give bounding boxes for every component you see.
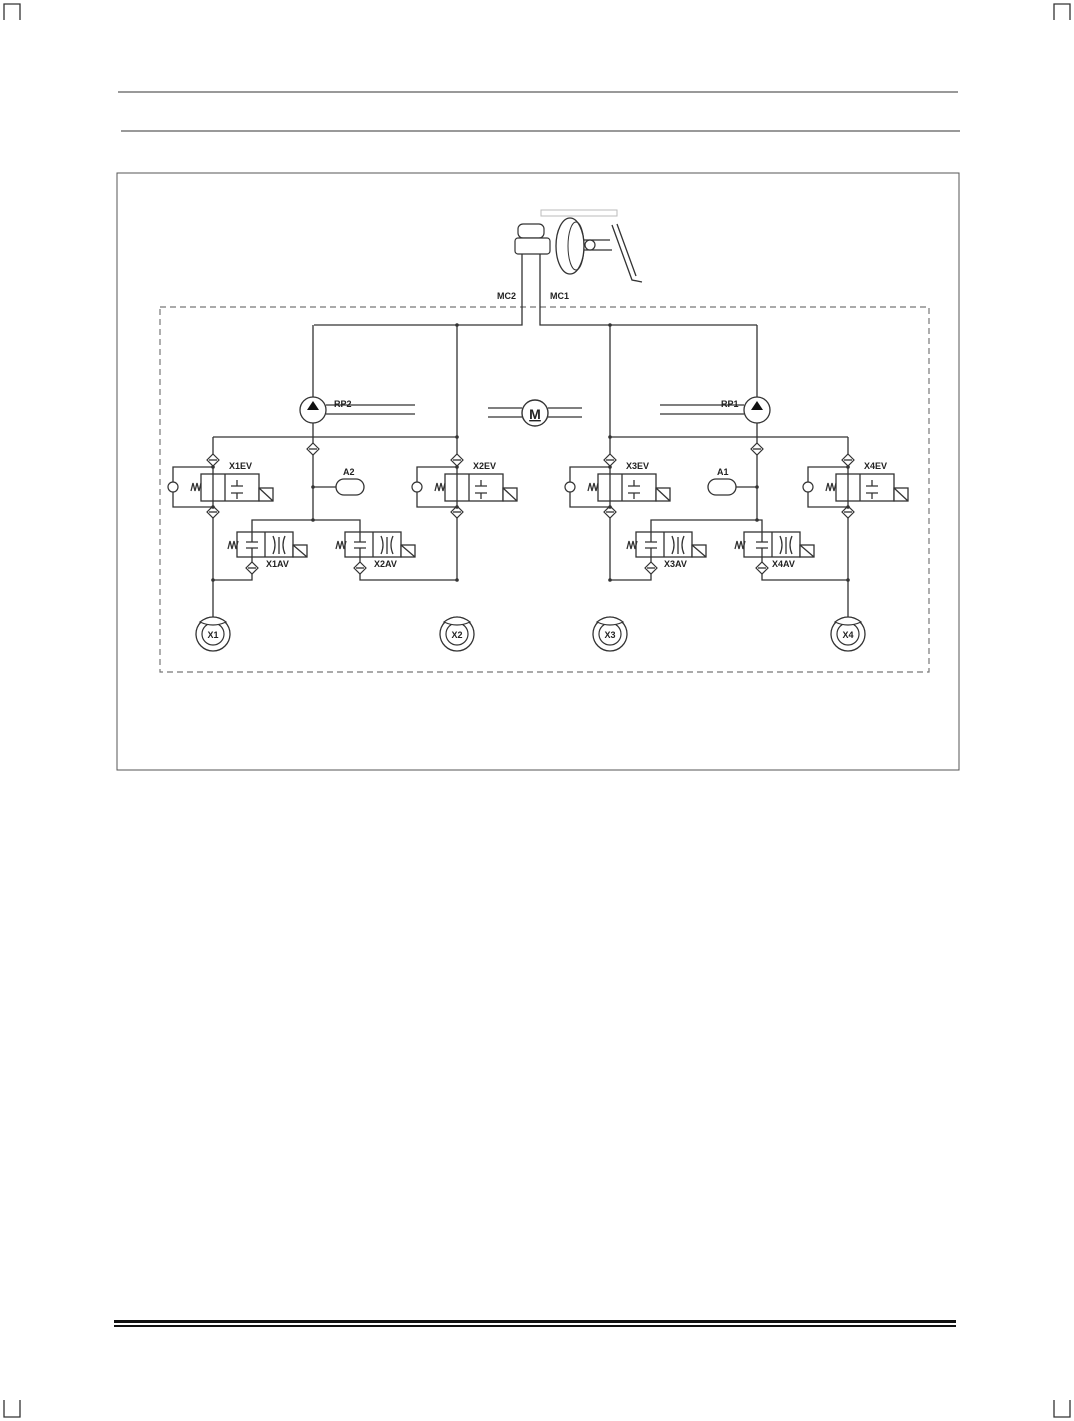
label-wheel-x1: X1 [207, 630, 218, 640]
outlet-valve [335, 531, 459, 582]
label-wheel-x3: X3 [604, 630, 615, 640]
inlet-valve [802, 453, 909, 519]
label-wheel-x2: X2 [451, 630, 462, 640]
label-x2av: X2AV [374, 559, 397, 569]
label-x4av: X4AV [772, 559, 795, 569]
footer-rule [114, 1320, 956, 1327]
label-rp2: RP2 [334, 399, 352, 409]
label-x2ev: X2EV [473, 461, 496, 471]
label-rp1: RP1 [721, 399, 739, 409]
pump-rp1 [660, 396, 771, 520]
label-mc1: MC1 [550, 291, 569, 301]
wheel-brake [195, 616, 231, 652]
inlet-valve [564, 453, 671, 519]
circuit-secondary [212, 323, 459, 618]
motor [488, 399, 582, 427]
label-x3av: X3AV [664, 559, 687, 569]
abs-hydraulic-diagram [167, 209, 909, 652]
accumulator-a2 [335, 478, 365, 496]
hydraulic-unit-boundary [159, 306, 930, 673]
label-x3ev: X3EV [626, 461, 649, 471]
label-wheel-x4: X4 [842, 630, 853, 640]
outlet-valve [211, 531, 308, 582]
inlet-valve [167, 453, 274, 519]
crop-marks [3, 3, 1071, 1418]
label-a1: A1 [717, 467, 729, 477]
inlet-valve [411, 453, 518, 519]
wheel-brake [592, 616, 628, 652]
label-x1av: X1AV [266, 559, 289, 569]
figure-frame [116, 172, 960, 771]
label-motor: M [529, 406, 541, 422]
pump-rp2 [299, 396, 415, 520]
master-cylinder-booster [314, 209, 757, 326]
accumulator-a1 [707, 478, 737, 496]
outlet-valve [608, 531, 707, 582]
label-a2: A2 [343, 467, 355, 477]
label-mc2: MC2 [497, 291, 516, 301]
outlet-valve [734, 531, 850, 582]
wheel-brake [830, 616, 866, 652]
label-x1ev: X1EV [229, 461, 252, 471]
wheel-brake [439, 616, 475, 652]
label-x4ev: X4EV [864, 461, 887, 471]
